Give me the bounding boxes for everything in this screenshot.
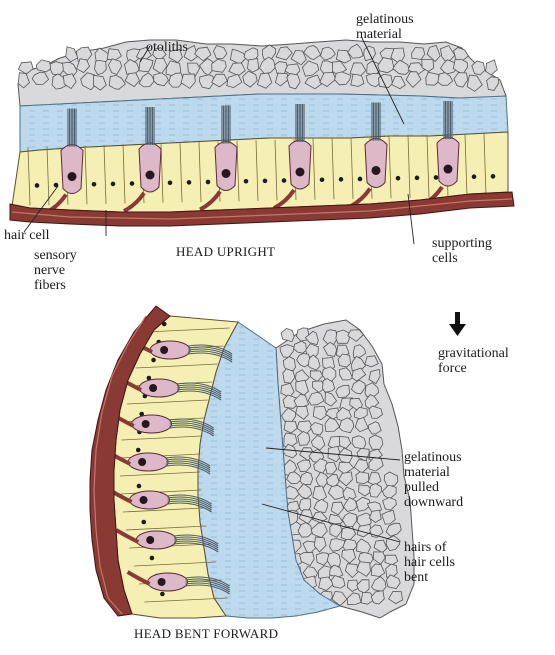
label-hair-cell: hair cell (4, 228, 49, 243)
nucleus (282, 178, 287, 183)
nucleus (151, 358, 156, 363)
nucleus (136, 448, 141, 453)
nucleus (187, 180, 192, 185)
hair-cell (128, 453, 168, 471)
hair-cell (437, 137, 459, 186)
label-gravity-line-1: gravitational (438, 346, 509, 361)
nucleus (130, 181, 135, 186)
hair-cell (150, 341, 190, 359)
nucleus (415, 176, 420, 181)
label-hairs-line-2: hair cells (404, 555, 455, 570)
label-gelatinous-line-2: material (356, 27, 414, 42)
label-hairs-bent: hairs of hair cells bent (404, 540, 455, 585)
nucleus (92, 182, 97, 187)
hair-cell-nucleus (158, 578, 166, 586)
nucleus (263, 179, 268, 184)
label-gelatinous-pulled: gelatinous material pulled downward (404, 450, 463, 510)
label-supporting-line-2: cells (432, 251, 492, 266)
gravity-arrow-icon (449, 312, 466, 336)
nucleus (137, 484, 142, 489)
hair-cell-nucleus (140, 496, 148, 504)
otolith-crystal (369, 435, 383, 449)
label-sensory-line-2: nerve (34, 263, 77, 278)
hair-cell-nucleus (146, 171, 155, 180)
nucleus (396, 176, 401, 181)
label-gelatinous-material: gelatinous material (356, 12, 414, 42)
nucleus (358, 177, 363, 182)
label-gravity-line-2: force (438, 361, 509, 376)
otolith-crystal (327, 552, 340, 566)
label-sensory-line-3: fibers (34, 278, 77, 293)
hair-cell (148, 573, 188, 591)
hair-cell (132, 415, 172, 433)
nucleus (168, 180, 173, 185)
label-gravitational-force: gravitational force (438, 346, 509, 376)
label-hairs-line-3: bent (404, 570, 455, 585)
nucleus (111, 182, 116, 187)
nucleus (141, 520, 146, 525)
nucleus (339, 177, 344, 182)
nucleus (150, 556, 155, 561)
otolith-crystal (36, 60, 51, 72)
hair-cell-nucleus (68, 172, 77, 181)
caption-head-upright: HEAD UPRIGHT (176, 244, 275, 260)
otolith-crystal (248, 59, 259, 73)
hair-cell (136, 531, 176, 549)
nucleus (206, 180, 211, 185)
hair-cell-nucleus (444, 165, 453, 174)
otolith-crystal (351, 74, 364, 86)
hair-cell-nucleus (138, 458, 146, 466)
hair-cell-nucleus (372, 166, 381, 175)
label-pulled-line-4: downward (404, 495, 463, 510)
otolith-crystal (486, 60, 498, 75)
label-otoliths: otoliths (146, 40, 188, 55)
nucleus (35, 183, 40, 188)
nucleus (320, 177, 325, 182)
label-hairs-line-1: hairs of (404, 540, 455, 555)
hair-cell (130, 491, 170, 509)
hair-cell-nucleus (222, 169, 231, 178)
hair-cell (365, 138, 387, 187)
hair-cell (139, 379, 179, 397)
hair-cell-nucleus (146, 536, 154, 544)
hair-cell-nucleus (149, 384, 157, 392)
label-gelatinous-line-1: gelatinous (356, 12, 414, 27)
caption-head-bent-forward: HEAD BENT FORWARD (134, 626, 278, 642)
hair-cell (139, 143, 161, 192)
hair-cell-nucleus (296, 168, 305, 177)
hair-cell (61, 145, 83, 194)
nucleus (491, 174, 496, 179)
otolith-crystal (281, 328, 294, 341)
nucleus (244, 179, 249, 184)
panel-head-upright (10, 38, 514, 244)
label-sensory-nerve-fibers: sensory nerve fibers (34, 248, 77, 293)
label-supporting-cells: supporting cells (432, 236, 492, 266)
otolith-crystal (356, 472, 369, 484)
nucleus (434, 175, 439, 180)
otolith-crystal (336, 330, 350, 343)
label-supporting-line-1: supporting (432, 236, 492, 251)
hair-cell-nucleus (160, 346, 168, 354)
label-pulled-line-3: pulled (404, 480, 463, 495)
nucleus (160, 592, 165, 597)
hair-cell-nucleus (142, 420, 150, 428)
nucleus (472, 174, 477, 179)
hair-cell (215, 141, 237, 190)
label-pulled-line-1: gelatinous (404, 450, 463, 465)
label-sensory-line-1: sensory (34, 248, 77, 263)
label-pulled-line-2: material (404, 465, 463, 480)
hair-cell (289, 140, 311, 189)
